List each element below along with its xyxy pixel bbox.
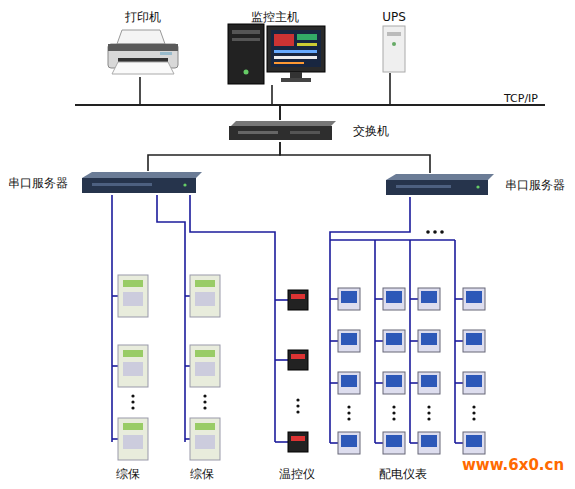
device-label-box: 打印机 [95, 6, 190, 77]
node-label: 串口服务器 [8, 176, 68, 190]
temp-controller-column [275, 250, 308, 452]
node-label: 交换机 [353, 124, 389, 138]
protocol-label: TCP/IP [504, 92, 538, 105]
serial-server-icon [82, 172, 202, 193]
connector [140, 77, 280, 120]
node-label: 打印机 [125, 10, 161, 24]
connector [148, 142, 280, 171]
node-label: 监控主机 [251, 10, 299, 24]
continuation-dots [426, 230, 444, 234]
switch-box: 交换机 [225, 120, 405, 142]
device-column: 综保 [172, 250, 232, 485]
computer-icon [228, 24, 325, 84]
connector [272, 85, 280, 120]
switch-icon [229, 121, 336, 140]
node-label: 温控仪 [279, 467, 315, 481]
device-label-box: 监控主机 [220, 6, 330, 85]
device-column: 温控仪 [262, 250, 332, 485]
serial-server-icon [386, 174, 494, 195]
printer-icon [108, 30, 178, 74]
node-label: 综保 [116, 467, 140, 481]
connector [157, 195, 185, 250]
connector [330, 197, 410, 240]
node-label: 综保 [190, 467, 214, 481]
relay-column [112, 250, 148, 460]
device-label-box: UPS [369, 6, 419, 73]
node-label: 配电仪表 [379, 467, 427, 481]
serial-server-box: 串口服务器 [383, 173, 573, 197]
device-column: 配电仪表 [325, 240, 510, 485]
network-bus [75, 104, 545, 106]
meter-columns [330, 240, 485, 454]
serial-server-box: 串口服务器 [2, 171, 202, 195]
watermark: www.6x0.cn [462, 456, 564, 474]
ups-icon [383, 26, 405, 72]
connector [280, 73, 390, 120]
connector [280, 142, 430, 173]
connector [190, 195, 275, 250]
node-label: UPS [382, 10, 406, 24]
device-column: 综保 [98, 250, 158, 485]
node-label: 串口服务器 [505, 178, 565, 192]
connector [111, 195, 113, 250]
relay-column [185, 250, 220, 460]
